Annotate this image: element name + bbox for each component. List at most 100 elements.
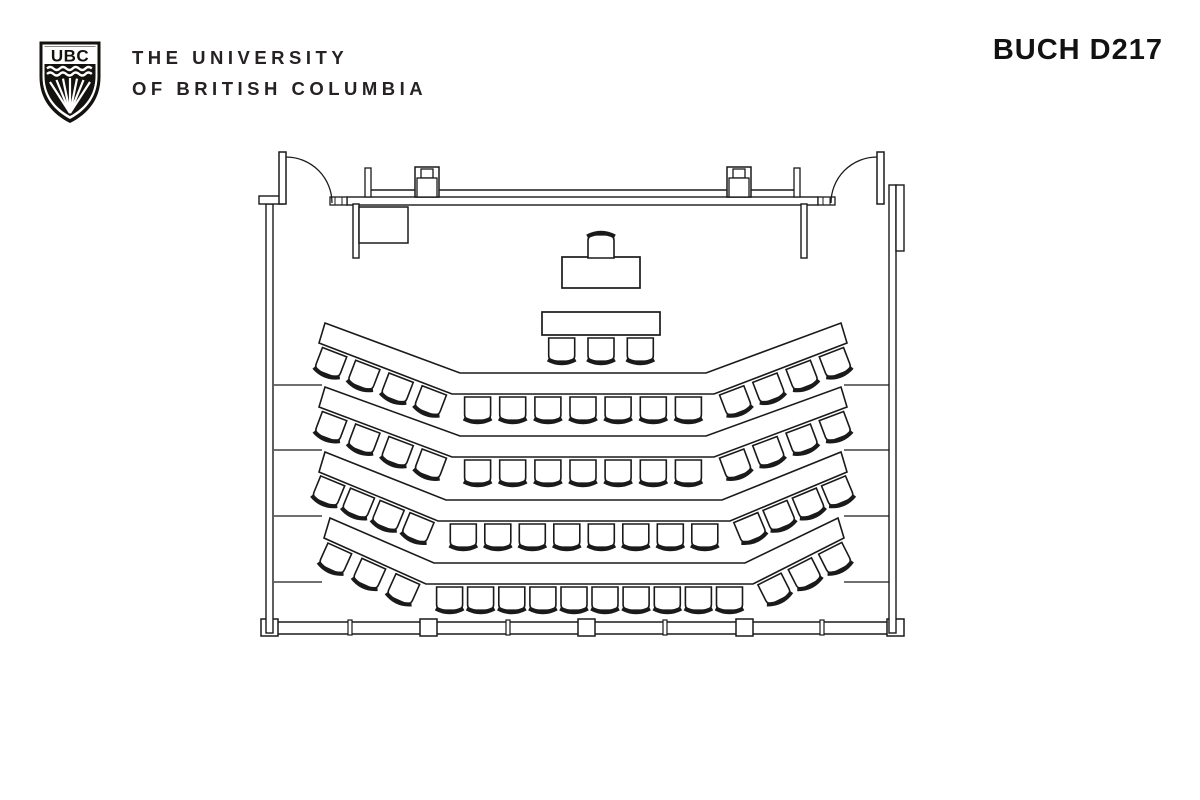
row-2-seat [603,459,633,488]
row-4-seat [316,541,353,576]
row-1-seat [603,396,633,425]
row-3-seat [399,511,436,545]
row-1-seat [378,372,415,406]
right-door-swing-arc [830,156,878,204]
row-3-seat [820,474,857,509]
right-partition [800,203,808,259]
row-1-seat [312,346,348,380]
row-2-table [318,385,848,458]
row-4-seat [384,572,421,607]
window-mullion [577,618,596,637]
wall-fixture-top [420,168,434,179]
front-table-seat [546,337,577,366]
row-4-seat [683,586,714,615]
row-1-seat [751,372,788,406]
row-3-seat [552,523,582,552]
row-3-seat [310,474,346,509]
row-3-seat [761,499,798,533]
row-1-seat [718,384,754,418]
row-4-seat [756,572,794,607]
top-wall [346,196,819,206]
row-2-seat [462,459,493,488]
wall-fixture-body [416,177,438,198]
instructor-table [561,256,641,289]
row-1-seat [785,359,821,393]
row-1-seat [568,396,598,425]
row-2-seat [568,459,598,488]
room-label: BUCH D217 [992,34,1163,66]
row-3-seat [690,523,720,552]
row-4-seat [350,557,387,592]
row-4-seat [465,586,496,615]
logo-text-band [44,47,96,64]
row-1-seat [638,396,669,425]
whiteboard-end-cap [364,167,372,198]
row-3-seat [448,523,479,552]
row-4-seat [590,586,620,615]
logo-text: UBC [51,47,89,66]
row-2-seat [345,422,381,456]
window-mullion-minor [347,619,353,636]
row-4-seat [528,586,558,615]
window-mullion-minor [819,619,825,636]
left-door-frame [329,196,348,206]
front-table-seat [625,337,656,366]
row-1-seat [462,396,493,425]
wall-fixture-body [728,177,750,198]
row-3-seat [339,487,376,521]
front-table-seat [586,337,616,366]
row-2-seat [638,459,669,488]
row-4-seat [621,586,651,615]
row-3-seat [483,523,513,552]
window-mullion [419,618,438,637]
row-3-seat [655,523,686,552]
instructor-chair [586,230,616,259]
right-door-leaf [876,151,885,205]
window-mullion-minor [662,619,668,636]
row-4-seat [497,586,527,615]
left-door-leaf [278,151,287,205]
left-door-swing-arc [285,156,333,204]
right-wall-pilaster [895,184,905,252]
row-2-seat [412,447,448,481]
ubc-logo: UBC [39,41,101,123]
row-1-seat [412,384,448,418]
row-1-seat [497,396,528,425]
whiteboard-end-cap [793,167,801,198]
wall-fixture-top [732,168,746,179]
logo-waves-icon [46,65,93,77]
row-4-seat [559,586,589,615]
row-2-seat [785,422,821,456]
row-2-seat [497,459,528,488]
row-1-seat [345,359,381,393]
row-4-seat [714,586,745,615]
row-3-seat [791,487,827,521]
window-mullion-minor [505,619,511,636]
row-1-table [318,321,848,395]
row-4-seat [434,586,465,615]
row-2-seat [673,459,704,488]
row-4-seat [787,556,824,592]
left-partition [352,203,360,259]
row-3-seat [517,523,548,552]
university-wordmark: THE UNIVERSITY OF BRITISH COLUMBIA [132,42,427,104]
left-wall [265,203,274,634]
logo-rays-icon [49,78,91,114]
row-1-seat [673,396,704,425]
storage-cabinet [358,206,409,244]
row-4-table [323,516,845,585]
university-wordmark-line1: THE UNIVERSITY [132,47,349,68]
university-wordmark-line2: OF BRITISH COLUMBIA [132,78,428,99]
row-3-seat [621,523,651,552]
row-4-seat [817,541,854,576]
window-mullion [735,618,754,637]
row-2-seat [818,410,854,444]
row-2-seat [718,447,754,481]
row-3-seat [586,523,617,552]
row-2-seat [751,435,787,469]
row-1-seat [818,346,854,380]
row-3-seat [732,511,769,546]
row-3-seat [369,499,406,533]
